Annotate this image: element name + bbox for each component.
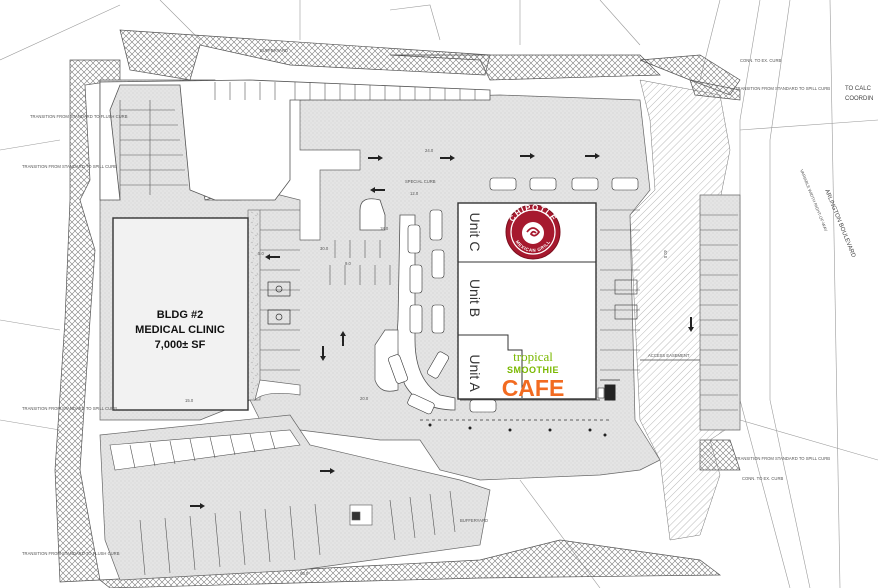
lower-left-stalls	[109, 429, 456, 576]
note-bufferyard-bottom: BUFFERYARD	[460, 518, 488, 523]
tropical-line3: CAFE	[502, 375, 565, 401]
tropical-line1: tropical	[513, 349, 553, 364]
parked-cars	[388, 177, 639, 415]
chipotle-logo: CHIPOTLE MEXICAN GRILL	[505, 203, 561, 260]
note-special-curb: SPECIAL CURB	[405, 179, 436, 184]
dim-40: 40.0	[663, 250, 668, 259]
dim-18: 18.0	[380, 226, 389, 231]
note-arlington: ARLINGTON BOULEVARD	[823, 189, 856, 260]
dim-24: 24.0	[425, 148, 434, 153]
note-transition-spill-right-bottom: TRANSITION FROM STANDARD TO SPILL CURB	[735, 456, 830, 461]
note-access-easement: ACCESS EASEMENT	[648, 353, 690, 358]
note-bufferyard-top: BUFFERYARD	[260, 48, 288, 53]
unit-b-label: Unit B	[467, 279, 483, 317]
unit-c-label: Unit C	[467, 213, 483, 252]
building-2: BLDG #2 MEDICAL CLINIC 7,000± SF	[112, 217, 249, 411]
tropical-line2: SMOOTHIE	[507, 365, 559, 375]
note-variable-width: VARIABLE WIDTH RIGHT-OF-WAY	[799, 169, 829, 233]
unit-a-label: Unit A	[467, 354, 483, 392]
building-2-area: 7,000± SF	[155, 339, 206, 351]
drive-thru-lane	[359, 198, 456, 411]
building-2-use: MEDICAL CLINIC	[135, 324, 225, 336]
building-2-name: BLDG #2	[157, 309, 203, 321]
accessible-stalls-left	[267, 281, 291, 325]
curb-island-left	[254, 379, 301, 402]
dim-9: 9.0	[345, 261, 351, 266]
note-transition-flush-top: TRANSITION FROM STANDARD TO FLUSH CURB	[30, 114, 128, 119]
note-transition-flush-bottom: TRANSITION FROM STANDARD TO FLUSH CURB	[22, 551, 120, 556]
right-bay-stalls	[700, 214, 738, 411]
top-parking-stalls	[99, 79, 491, 201]
dim-30: 30.0	[320, 246, 329, 251]
dim-5: 5.0	[258, 251, 264, 256]
note-transition-spill-right-top: TRANSITION FROM STANDARD TO SPILL CURB	[735, 86, 830, 91]
note-conn-ex-curb-bottom: CONN. TO EX. CURB	[742, 476, 783, 481]
planting-strip	[247, 209, 261, 401]
note-coordin: COORDIN	[845, 96, 873, 102]
right-building-stalls	[600, 209, 640, 371]
note-transition-spill-left: TRANSITION FROM STANDARD TO SPILL CURB	[22, 164, 117, 169]
right-parking	[699, 194, 741, 431]
bollards	[428, 423, 607, 437]
traffic-arrows	[190, 153, 694, 509]
dim-20: 20.0	[360, 396, 369, 401]
bufferyard-hatch	[54, 29, 741, 588]
dim-15: 15.0	[185, 398, 194, 403]
dimension-labels: 24.0 12.0 18.0 9.0 5.0 30.0 40.0 15.0 20…	[185, 148, 668, 576]
note-transition-spill-lower-left: TRANSITION FROM STANDARD TO SPILL CURB	[22, 406, 117, 411]
dim-60: 60.0	[300, 571, 309, 576]
note-conn-ex-curb-top: CONN. TO EX. CURB	[740, 58, 781, 63]
dumpster-enclosure	[604, 384, 616, 401]
note-to-calc: TO CALC	[845, 86, 872, 92]
tropical-smoothie-logo: tropical SMOOTHIE CAFE	[502, 349, 565, 401]
dim-12: 12.0	[410, 191, 419, 196]
